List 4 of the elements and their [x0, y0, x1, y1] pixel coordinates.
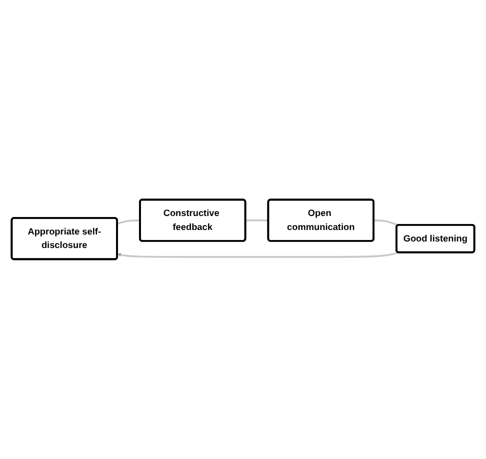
connector	[374, 220, 399, 226]
connector	[117, 220, 140, 225]
connector	[246, 220, 268, 222]
arrow	[117, 252, 398, 258]
